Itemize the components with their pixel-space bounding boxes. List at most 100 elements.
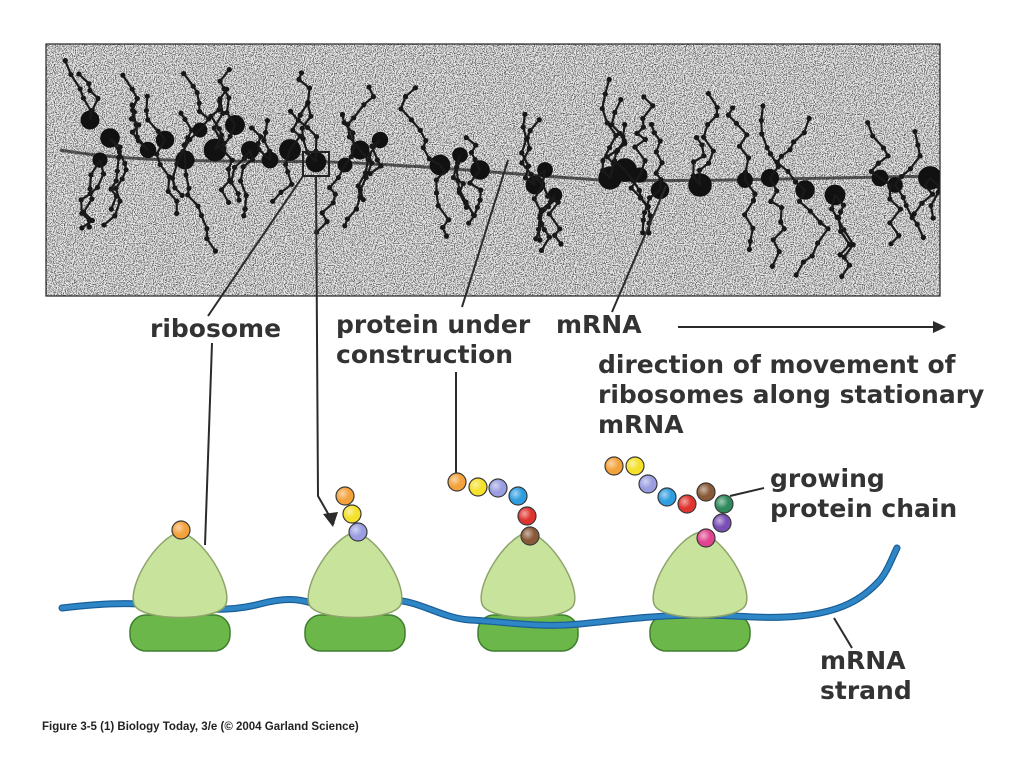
micrograph-protein-chain <box>727 107 750 181</box>
bead-highlight <box>640 476 656 492</box>
micrograph-protein-chain <box>109 137 122 210</box>
micrograph-protein-chain <box>866 122 890 179</box>
micrograph-protein-chain <box>610 99 626 171</box>
bead-highlight <box>606 458 622 474</box>
mrna-strand-label: mRNA strand <box>820 646 912 706</box>
micrograph-protein-chain <box>271 149 293 203</box>
micrograph-protein-chain <box>183 159 217 252</box>
micrograph-protein-chain <box>171 129 201 197</box>
micrograph-protein-chain <box>182 72 211 131</box>
micrograph-polysome <box>59 58 940 280</box>
micrograph-protein-chain <box>894 131 922 186</box>
micrograph-protein-chain <box>455 154 475 216</box>
mrna-and-ribosomes <box>58 456 901 652</box>
ribosome-small-subunit <box>129 614 231 652</box>
micrograph-protein-chain <box>467 169 482 224</box>
ribosome-large-subunit <box>307 531 403 619</box>
micrograph-protein-chain <box>79 159 105 228</box>
micrograph-protein-chain <box>359 139 381 200</box>
direction-label-line-3: mRNA <box>598 410 684 439</box>
micrograph-protein-chain <box>399 87 441 166</box>
micrograph-protein-chain <box>913 177 935 215</box>
growing-chain-line-1: growing <box>770 464 885 493</box>
micrograph-protein-chain <box>145 96 166 141</box>
micrograph-protein-chain <box>81 159 101 229</box>
mrna-strand-line-1: mRNA <box>820 646 906 675</box>
micrograph-protein-chain <box>78 73 100 121</box>
bead-highlight <box>337 488 353 504</box>
micrograph-protein-chain <box>435 164 450 237</box>
protein-label-line-2: construction <box>336 340 514 369</box>
growing-protein-chain-label: growing protein chain <box>770 464 957 524</box>
bead-highlight <box>716 496 732 512</box>
direction-label-line-1: direction of movement of <box>598 350 956 379</box>
direction-label-line-2: ribosomes along stationary <box>598 380 985 409</box>
micrograph-border <box>45 43 941 297</box>
direction-arrowhead <box>933 321 946 333</box>
ribosome-large-subunit <box>652 531 748 619</box>
micrograph-protein-chain <box>830 194 855 278</box>
micrograph-protein-chain <box>650 124 664 191</box>
micrograph-protein-chain <box>465 136 481 171</box>
bead-highlight <box>679 496 695 512</box>
protein-label-line-1: protein under <box>336 310 531 339</box>
ribosome-large-subunit <box>480 531 576 619</box>
bead-highlight <box>714 515 730 531</box>
growing-chain-leader <box>729 487 765 497</box>
micrograph-protein-chain <box>520 119 541 186</box>
bead-highlight <box>659 489 675 505</box>
bead-highlight <box>490 480 506 496</box>
micrograph-protein-chain <box>155 139 178 214</box>
ribosome-label-leader-top <box>207 175 304 317</box>
bead-highlight <box>627 458 643 474</box>
bead-highlight <box>470 479 486 495</box>
micrograph-protein-chain <box>209 101 226 151</box>
micrograph-protein-chain <box>894 184 925 238</box>
micrograph-protein-chain <box>289 72 311 151</box>
bead-highlight <box>173 522 189 538</box>
micrograph-protein-chain <box>698 93 719 186</box>
protein-label-leader-top <box>461 159 509 308</box>
bead-highlight <box>698 484 714 500</box>
micrograph-protein-chain <box>633 96 655 176</box>
micrograph-protein-dot <box>537 237 543 243</box>
micrograph-protein-chain <box>301 103 317 163</box>
micrograph-protein-chain <box>341 114 355 166</box>
micrograph-protein-chain <box>103 137 128 226</box>
protein-under-construction-label: protein under construction <box>336 310 530 370</box>
micrograph-protein-chain <box>262 120 272 161</box>
ribosome-small-subunit <box>304 614 406 652</box>
mrna-strand-line-2: strand <box>820 676 912 705</box>
micrograph-protein-chain <box>218 68 236 126</box>
micrograph-protein-chain <box>520 114 536 186</box>
mrna-strand-leader <box>833 617 853 649</box>
micrograph-protein-chain <box>743 179 757 250</box>
micrograph-protein-chain <box>795 189 830 276</box>
micrograph-protein-chain <box>775 118 811 191</box>
mrna-label: mRNA <box>556 310 642 339</box>
micrograph-protein-chain <box>929 177 940 219</box>
bead-highlight <box>344 506 360 522</box>
micrograph-protein-chain <box>230 149 251 201</box>
mrna-strand <box>59 545 900 628</box>
bead-highlight <box>698 530 714 546</box>
micrograph-protein-chain <box>239 149 254 217</box>
direction-label: direction of movement of ribosomes along… <box>598 350 984 440</box>
micrograph-protein-chain <box>769 177 786 267</box>
figure-caption: Figure 3-5 (1) Biology Today, 3/e (© 200… <box>42 721 359 733</box>
mrna-label-leader <box>611 185 667 313</box>
ribosome-small-subunit <box>649 614 751 652</box>
bead-highlight <box>519 508 535 524</box>
micrograph-protein-chain <box>834 194 852 256</box>
growing-chain-line-2: protein chain <box>770 494 958 523</box>
micrograph-protein-chain <box>212 88 228 151</box>
micrograph-protein-chain <box>692 136 706 186</box>
ribosome-label-leader-bottom <box>204 342 213 546</box>
micrograph-protein-chain <box>220 124 237 204</box>
bead-highlight <box>522 528 538 544</box>
ribosome-large-subunit <box>132 531 228 619</box>
electron-micrograph <box>46 44 940 296</box>
bead-highlight <box>350 524 366 540</box>
micrograph-protein-chain <box>760 105 780 179</box>
